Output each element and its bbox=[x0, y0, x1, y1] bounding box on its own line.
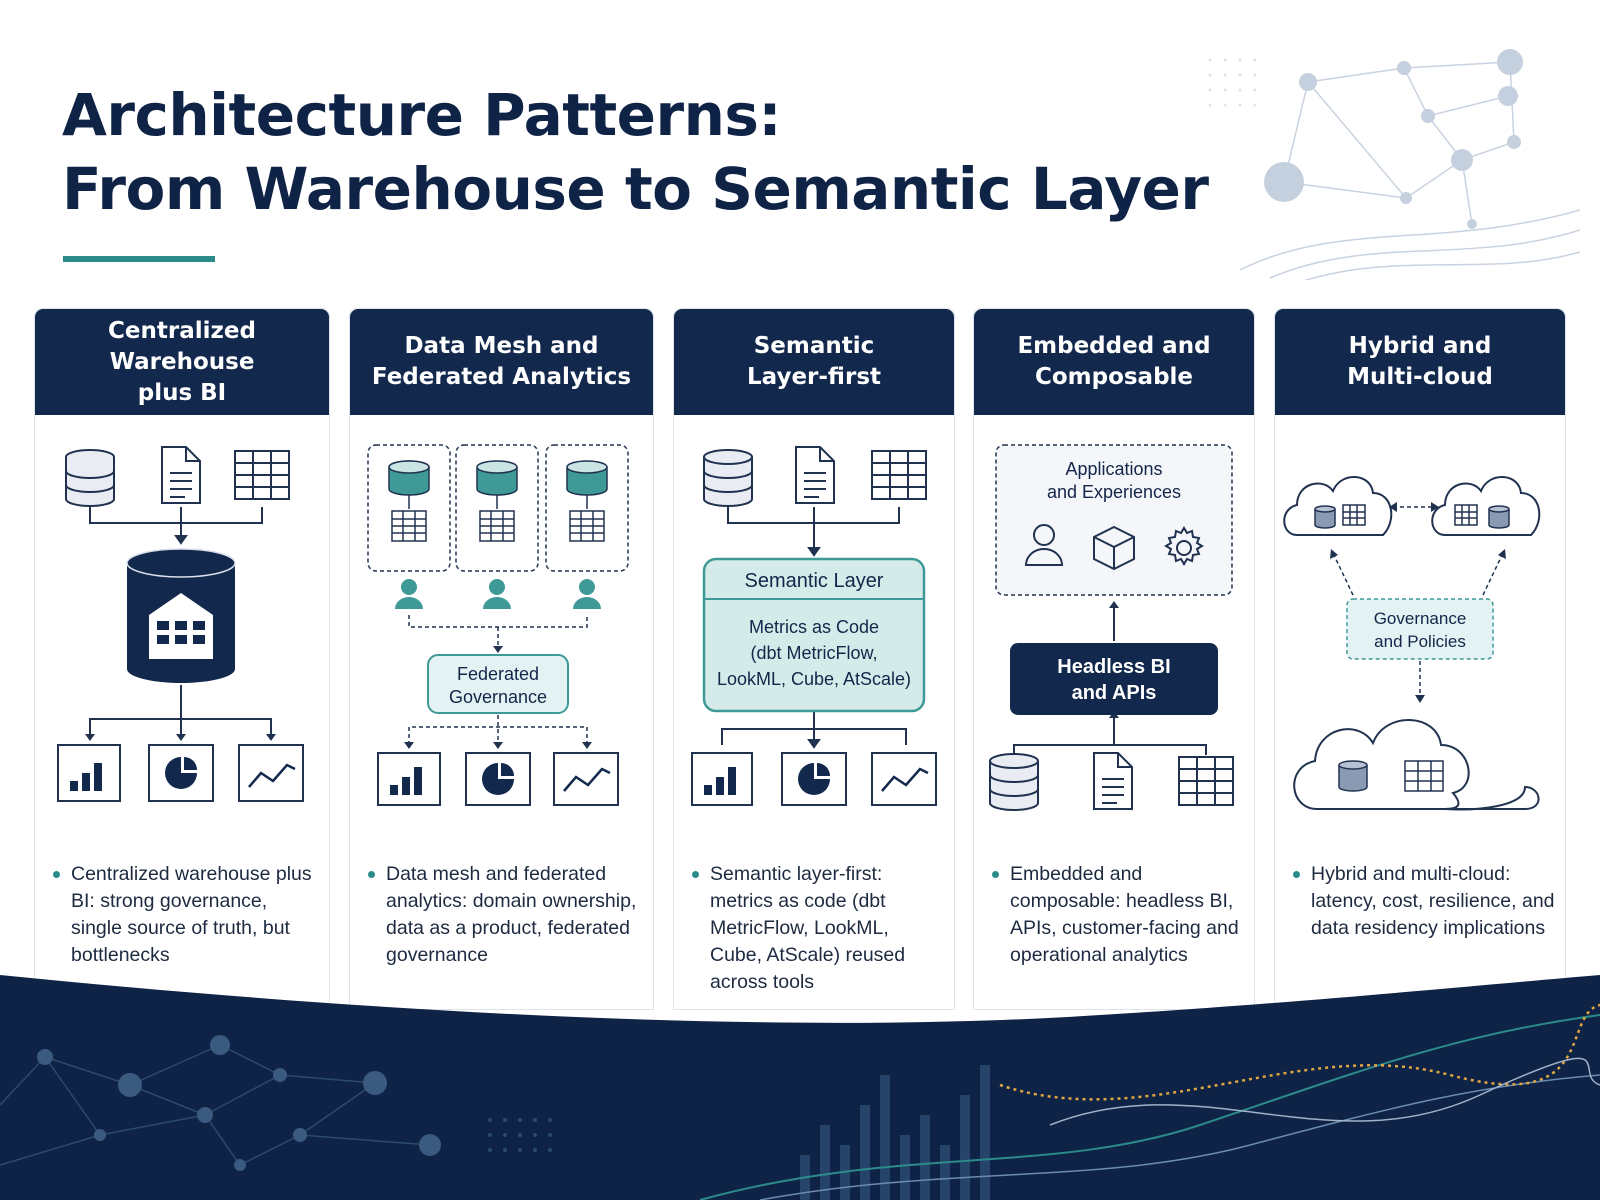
cube-icon bbox=[1093, 525, 1135, 571]
governance-label-line: Federated bbox=[457, 664, 539, 684]
cloud-icon bbox=[1283, 476, 1393, 536]
heading-line: Centralized bbox=[108, 317, 256, 344]
table-icon bbox=[479, 510, 515, 542]
bullet-point: Data mesh and federated analytics: domai… bbox=[368, 861, 643, 969]
line-chart-icon bbox=[238, 744, 304, 802]
title-underline bbox=[63, 256, 215, 262]
bar-chart-icon bbox=[57, 744, 121, 802]
governance-label-line: and Policies bbox=[1374, 632, 1466, 651]
pie-chart-icon bbox=[148, 744, 214, 802]
heading-line: Embedded and bbox=[1017, 333, 1211, 359]
database-icon bbox=[65, 449, 115, 507]
heading-line: plus BI bbox=[137, 379, 227, 406]
database-icon bbox=[566, 460, 608, 496]
column-semantic-layer: Semantic Layer-first bbox=[673, 308, 955, 1010]
cloud-icon bbox=[1431, 476, 1541, 536]
database-icon bbox=[703, 449, 753, 507]
semantic-layer-title: Semantic Layer bbox=[745, 570, 884, 592]
heading-line: Layer-first bbox=[746, 364, 882, 390]
heading-line: Semantic bbox=[753, 333, 875, 359]
user-icon bbox=[395, 579, 423, 609]
governance-label-line: Governance bbox=[1374, 609, 1467, 628]
user-icon bbox=[1024, 524, 1064, 566]
line-chart-icon bbox=[553, 752, 619, 806]
table-icon bbox=[871, 450, 927, 500]
bullet-text: Hybrid and multi-cloud: latency, cost, r… bbox=[1311, 863, 1555, 939]
bar-chart-icon bbox=[377, 752, 441, 806]
heading-line: Data Mesh and bbox=[404, 333, 599, 359]
bullet-point: Hybrid and multi-cloud: latency, cost, r… bbox=[1293, 861, 1555, 942]
page-title: Architecture Patterns: From Warehouse to… bbox=[62, 78, 1209, 226]
table-icon bbox=[569, 510, 605, 542]
network-decoration-icon bbox=[1208, 49, 1580, 280]
document-icon bbox=[795, 446, 835, 504]
embedded-composable-diagram: Applications and Experiences bbox=[974, 415, 1254, 835]
heading-line: Warehouse bbox=[109, 348, 255, 375]
column-heading: Centralized Warehouse plus BI bbox=[35, 309, 329, 415]
document-icon bbox=[161, 446, 201, 504]
centralized-warehouse-diagram bbox=[35, 415, 329, 835]
data-mesh-diagram: Federated Governance bbox=[350, 415, 653, 835]
applications-label-line: Applications bbox=[1065, 459, 1162, 479]
bullet-text: Data mesh and federated analytics: domai… bbox=[386, 863, 637, 966]
column-heading: Hybrid and Multi-cloud bbox=[1275, 309, 1565, 415]
document-icon bbox=[1093, 752, 1133, 810]
bullet-point: Centralized warehouse plus BI: strong go… bbox=[53, 861, 319, 969]
table-icon bbox=[234, 450, 290, 500]
bullet-dot bbox=[692, 871, 699, 878]
column-hybrid-multicloud: Hybrid and Multi-cloud bbox=[1274, 308, 1566, 1010]
bar-chart-icon bbox=[691, 752, 753, 806]
bullet-dot bbox=[1293, 871, 1300, 878]
warehouse-icon bbox=[126, 548, 236, 683]
semantic-layer-diagram: Semantic Layer Metrics as Code (dbt Metr… bbox=[674, 415, 954, 835]
semantic-layer-box: Semantic Layer Metrics as Code (dbt Metr… bbox=[702, 557, 926, 713]
heading-line: Multi-cloud bbox=[1347, 364, 1493, 390]
bullet-text: Semantic layer-first: metrics as code (d… bbox=[710, 863, 906, 993]
applications-label-line: and Experiences bbox=[1047, 482, 1181, 502]
domain-box bbox=[367, 444, 451, 609]
federated-governance-box: Federated Governance bbox=[427, 654, 569, 714]
database-icon bbox=[989, 753, 1039, 811]
column-heading: Data Mesh and Federated Analytics bbox=[350, 309, 653, 415]
table-icon bbox=[391, 510, 427, 542]
column-data-mesh: Data Mesh and Federated Analytics bbox=[349, 308, 654, 1010]
bullet-dot bbox=[368, 871, 375, 878]
heading-line: Federated Analytics bbox=[371, 364, 632, 390]
bullet-dot bbox=[992, 871, 999, 878]
bullet-point: Semantic layer-first: metrics as code (d… bbox=[692, 861, 944, 996]
gear-icon bbox=[1164, 526, 1204, 566]
pie-chart-icon bbox=[781, 752, 847, 806]
headless-label-line: and APIs bbox=[1072, 682, 1157, 704]
bullet-dot bbox=[53, 871, 60, 878]
column-embedded-composable: Embedded and Composable Applications and… bbox=[973, 308, 1255, 1010]
column-centralized-warehouse: Centralized Warehouse plus BI bbox=[34, 308, 330, 1010]
line-chart-icon bbox=[871, 752, 937, 806]
database-icon bbox=[388, 460, 430, 496]
user-icon bbox=[483, 579, 511, 609]
bullet-point: Embedded and composable: headless BI, AP… bbox=[992, 861, 1244, 969]
headless-label-line: Headless BI bbox=[1057, 656, 1170, 678]
column-heading: Embedded and Composable bbox=[974, 309, 1254, 415]
semantic-layer-line: LookML, Cube, AtScale) bbox=[717, 669, 911, 689]
bullet-text: Centralized warehouse plus BI: strong go… bbox=[71, 863, 312, 966]
semantic-layer-line: Metrics as Code bbox=[749, 617, 879, 637]
bullet-text: Embedded and composable: headless BI, AP… bbox=[1010, 863, 1239, 966]
page-title-line-2: From Warehouse to Semantic Layer bbox=[62, 155, 1209, 223]
footer-wave-decoration bbox=[0, 975, 1600, 1200]
heading-line: Hybrid and bbox=[1348, 333, 1492, 359]
headless-bi-box: Headless BI and APIs bbox=[1010, 643, 1218, 715]
table-icon bbox=[1178, 756, 1234, 806]
heading-line: Composable bbox=[1034, 364, 1194, 390]
semantic-layer-line: (dbt MetricFlow, bbox=[750, 643, 877, 663]
applications-box: Applications and Experiences bbox=[995, 444, 1233, 596]
governance-label-line: Governance bbox=[449, 687, 547, 707]
page-title-line-1: Architecture Patterns: bbox=[62, 81, 782, 149]
pie-chart-icon bbox=[465, 752, 531, 806]
user-icon bbox=[573, 579, 601, 609]
governance-policies-box: Governance and Policies bbox=[1346, 598, 1494, 660]
hybrid-multicloud-diagram: Governance and Policies bbox=[1275, 415, 1565, 835]
column-heading: Semantic Layer-first bbox=[674, 309, 954, 415]
database-icon bbox=[476, 460, 518, 496]
